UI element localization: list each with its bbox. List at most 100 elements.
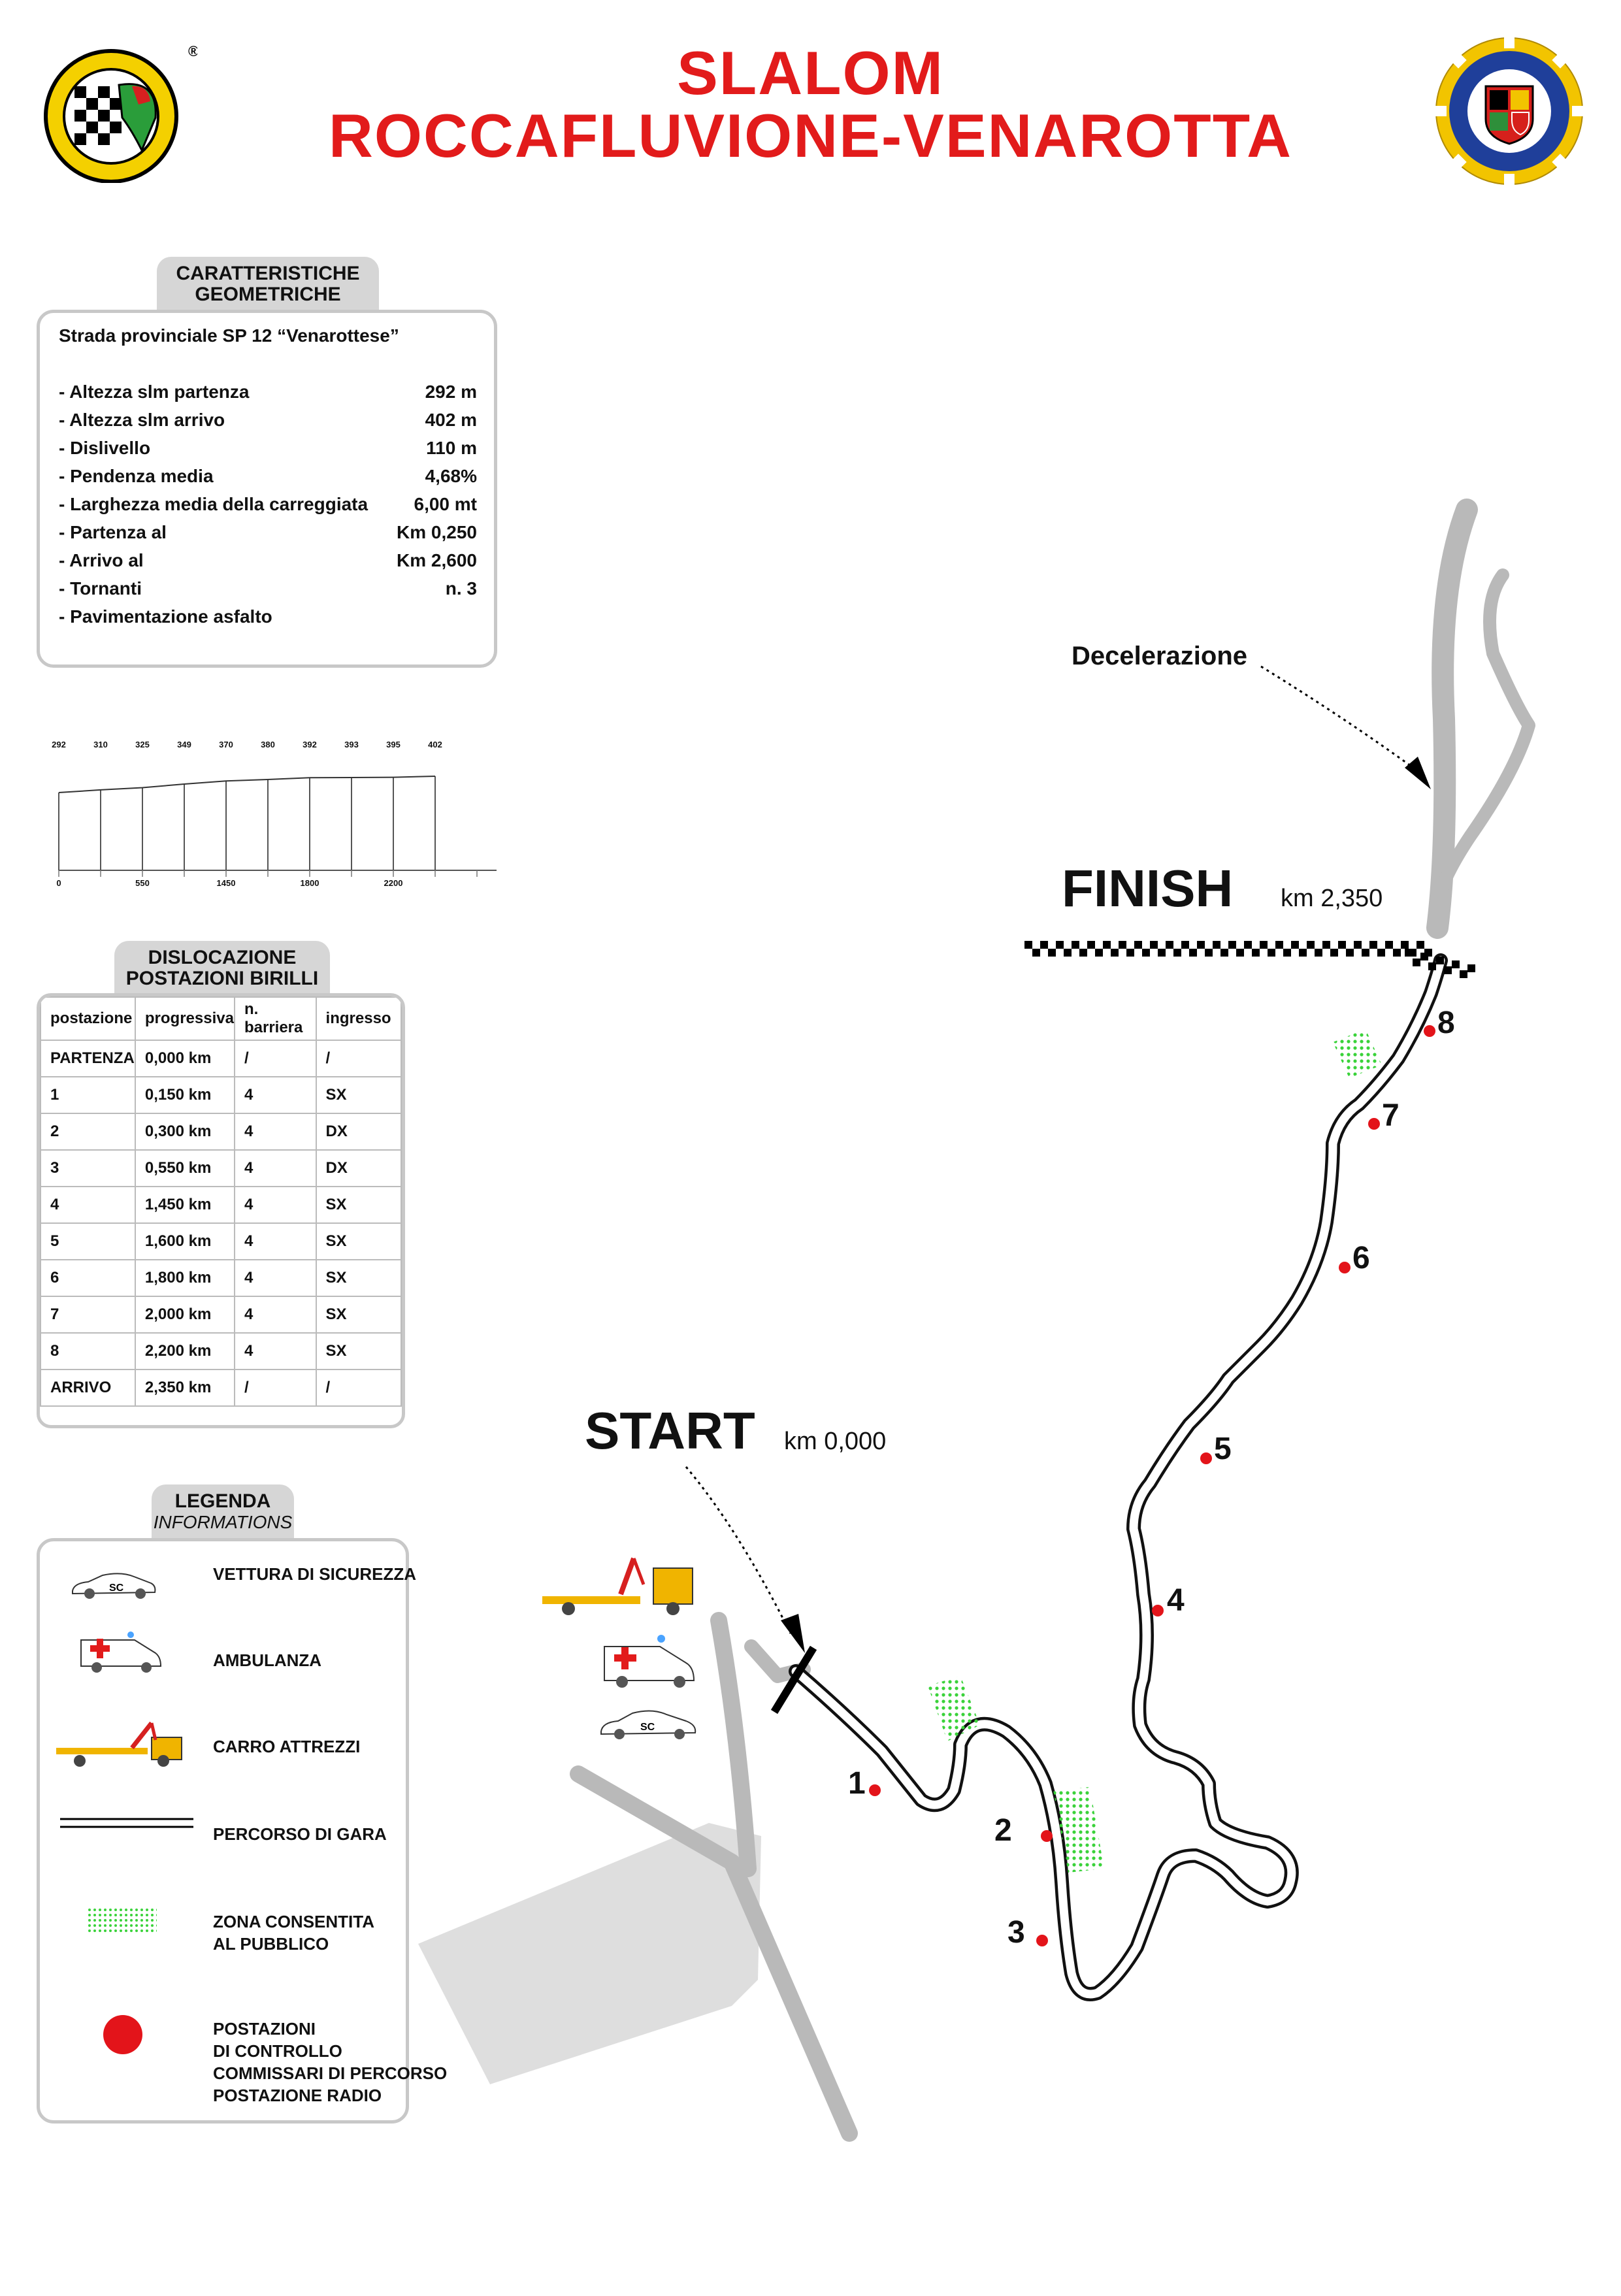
table-cell: SX xyxy=(315,1186,402,1224)
spec-value: 292 m xyxy=(425,382,477,402)
marker-number-5: 5 xyxy=(1214,1432,1232,1466)
legend-label-race-route: PERCORSO DI GARA xyxy=(213,1824,387,1844)
finish-check-square xyxy=(1197,941,1205,949)
finish-check-square xyxy=(1330,949,1338,957)
table-cell: SX xyxy=(315,1332,402,1370)
finish-check-square xyxy=(1405,949,1413,957)
finish-check-square xyxy=(1291,941,1299,949)
finish-km: km 2,350 xyxy=(1281,885,1383,912)
legend-label-ambulance: AMBULANZA xyxy=(213,1650,322,1670)
table-cell: 1 xyxy=(40,1076,136,1114)
finish-check-square xyxy=(1377,949,1385,957)
marker-number-6: 6 xyxy=(1352,1241,1370,1275)
legend-label-public-zone: ZONA CONSENTITA AL PUBBLICO xyxy=(213,1911,374,1955)
finish-check-square xyxy=(1213,941,1220,949)
table-cell: PARTENZA xyxy=(40,1040,136,1077)
table-cell: / xyxy=(315,1040,402,1077)
legend-tab: LEGENDA INFORMATIONS xyxy=(152,1484,294,1539)
table-cell: 2,200 km xyxy=(134,1332,235,1370)
table-cell: 4 xyxy=(233,1296,317,1334)
profile-distance-label: 2200 xyxy=(384,878,403,888)
table-cell: 2,350 km xyxy=(134,1369,235,1407)
start-pointer xyxy=(685,1466,792,1634)
table-header: postazione xyxy=(40,996,136,1041)
finish-check-square xyxy=(1346,949,1354,957)
spec-row: - Pavimentazione asfalto xyxy=(59,606,477,634)
table-cell: 4 xyxy=(40,1186,136,1224)
start-label: START xyxy=(585,1402,755,1460)
finish-check-square xyxy=(1189,949,1197,957)
spec-label: - Arrivo al xyxy=(59,550,144,570)
finish-check-square xyxy=(1252,949,1260,957)
start-km: km 0,000 xyxy=(784,1428,887,1455)
finish-check-square xyxy=(1424,949,1432,957)
marker-number-7: 7 xyxy=(1382,1098,1400,1133)
public-zone xyxy=(928,1676,980,1741)
table-header: n. barriera xyxy=(233,996,317,1041)
finish-check-square xyxy=(1436,957,1444,964)
start-line xyxy=(770,1645,817,1714)
finish-check-square xyxy=(1268,949,1275,957)
finish-line xyxy=(1024,941,1475,978)
marker-number-2: 2 xyxy=(994,1813,1012,1848)
race-route-icon xyxy=(60,1816,193,1829)
profile-altitude-label: 310 xyxy=(93,740,108,749)
table-cell: 4 xyxy=(233,1332,317,1370)
control-markers xyxy=(869,1025,1435,1946)
table-header: progressiva xyxy=(134,996,235,1041)
public-zone xyxy=(1333,1029,1382,1078)
table-header: ingresso xyxy=(315,996,402,1041)
spec-label: - Tornanti xyxy=(59,578,142,599)
finish-label: FINISH xyxy=(1062,859,1234,917)
spec-label: - Dislivello xyxy=(59,438,151,458)
table-cell: ARRIVO xyxy=(40,1369,136,1407)
finish-check-square xyxy=(1283,949,1291,957)
legend-public-zone-line-2: AL PUBBLICO xyxy=(213,1934,329,1954)
public-zone-icon xyxy=(88,1908,157,1934)
finish-check-square xyxy=(1040,941,1048,949)
finish-check-square xyxy=(1220,949,1228,957)
finish-check-square xyxy=(1322,941,1330,949)
table-cell: 4 xyxy=(233,1259,317,1297)
legend-label-safety-car: VETTURA DI SICUREZZA xyxy=(213,1564,417,1584)
parking-area xyxy=(418,1823,761,2084)
finish-check-square xyxy=(1056,941,1064,949)
profile-distance-label: 1800 xyxy=(300,878,319,888)
table-cell: 0,150 km xyxy=(134,1076,235,1114)
spec-value: 110 m xyxy=(426,438,477,458)
positions-tab-line-2: POSTAZIONI BIRILLI xyxy=(125,968,319,989)
ambulance-icon xyxy=(78,1627,170,1679)
positions-box: postazione progressiva n. barriera ingre… xyxy=(37,993,405,1428)
profile-distance-label: 550 xyxy=(135,878,150,888)
spec-label: - Altezza slm partenza xyxy=(59,382,250,402)
table-cell: 5 xyxy=(40,1222,136,1260)
registered-mark: ® xyxy=(188,43,197,59)
positions-table: postazione progressiva n. barriera ingre… xyxy=(40,996,402,1407)
control-point-8 xyxy=(1424,1025,1435,1037)
profile-altitude-label: 370 xyxy=(219,740,233,749)
finish-check-square xyxy=(1064,949,1072,957)
public-zones xyxy=(928,1029,1382,1873)
finish-check-square xyxy=(1205,949,1213,957)
legend-box xyxy=(37,1538,409,2124)
table-cell: 4 xyxy=(233,1113,317,1151)
finish-check-square xyxy=(1452,960,1460,968)
specs-tab: CARATTERISTICHE GEOMETRICHE xyxy=(157,257,379,310)
specs-intro: Strada provinciale SP 12 “Venarottese” xyxy=(59,325,399,346)
map-safety-car-icon: SC xyxy=(600,1710,696,1739)
surrounding-roads xyxy=(418,499,1535,2142)
finish-check-square xyxy=(1299,949,1307,957)
legend-public-zone-line-1: ZONA CONSENTITA xyxy=(213,1912,374,1931)
table-cell: 6 xyxy=(40,1259,136,1297)
legend-tab-line-1: LEGENDA xyxy=(174,1490,271,1512)
control-point-7 xyxy=(1368,1118,1380,1130)
finish-check-square xyxy=(1173,949,1181,957)
table-cell: DX xyxy=(315,1149,402,1187)
legend-control-line-2: DI CONTROLLO xyxy=(213,2041,342,2061)
table-cell: 1,450 km xyxy=(134,1186,235,1224)
